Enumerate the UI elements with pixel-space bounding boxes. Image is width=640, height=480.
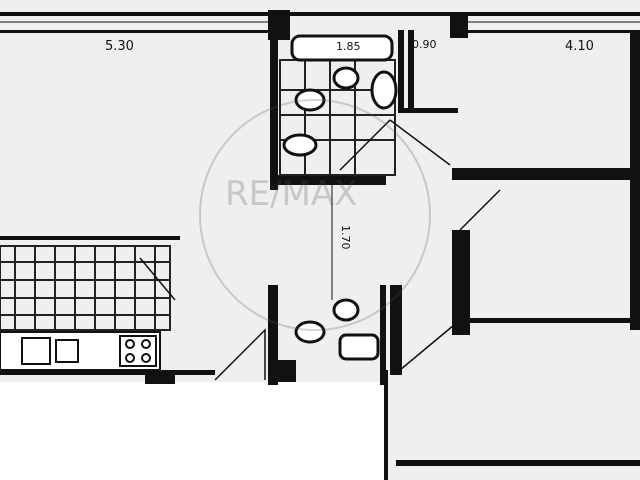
exterior-area [0, 382, 384, 480]
dim-right-room-width: 4.10 [565, 39, 594, 54]
kitchen-tiles [0, 245, 171, 331]
svg-text:RE/MAX: RE/MAX [225, 174, 357, 214]
dim-bathroom-width: 1.85 [336, 40, 361, 53]
dim-left-room-width: 5.30 [105, 39, 134, 54]
walls [0, 10, 640, 480]
dim-hall-length: 1.70 [339, 225, 352, 250]
bathroom-fixtures [282, 34, 398, 157]
kitchen-counter [0, 331, 161, 371]
wc-fixtures [294, 298, 380, 361]
door-swings [139, 119, 501, 381]
remax-watermark: RE/MAX [199, 99, 431, 331]
dim-closet-width: 0.90 [412, 38, 437, 51]
